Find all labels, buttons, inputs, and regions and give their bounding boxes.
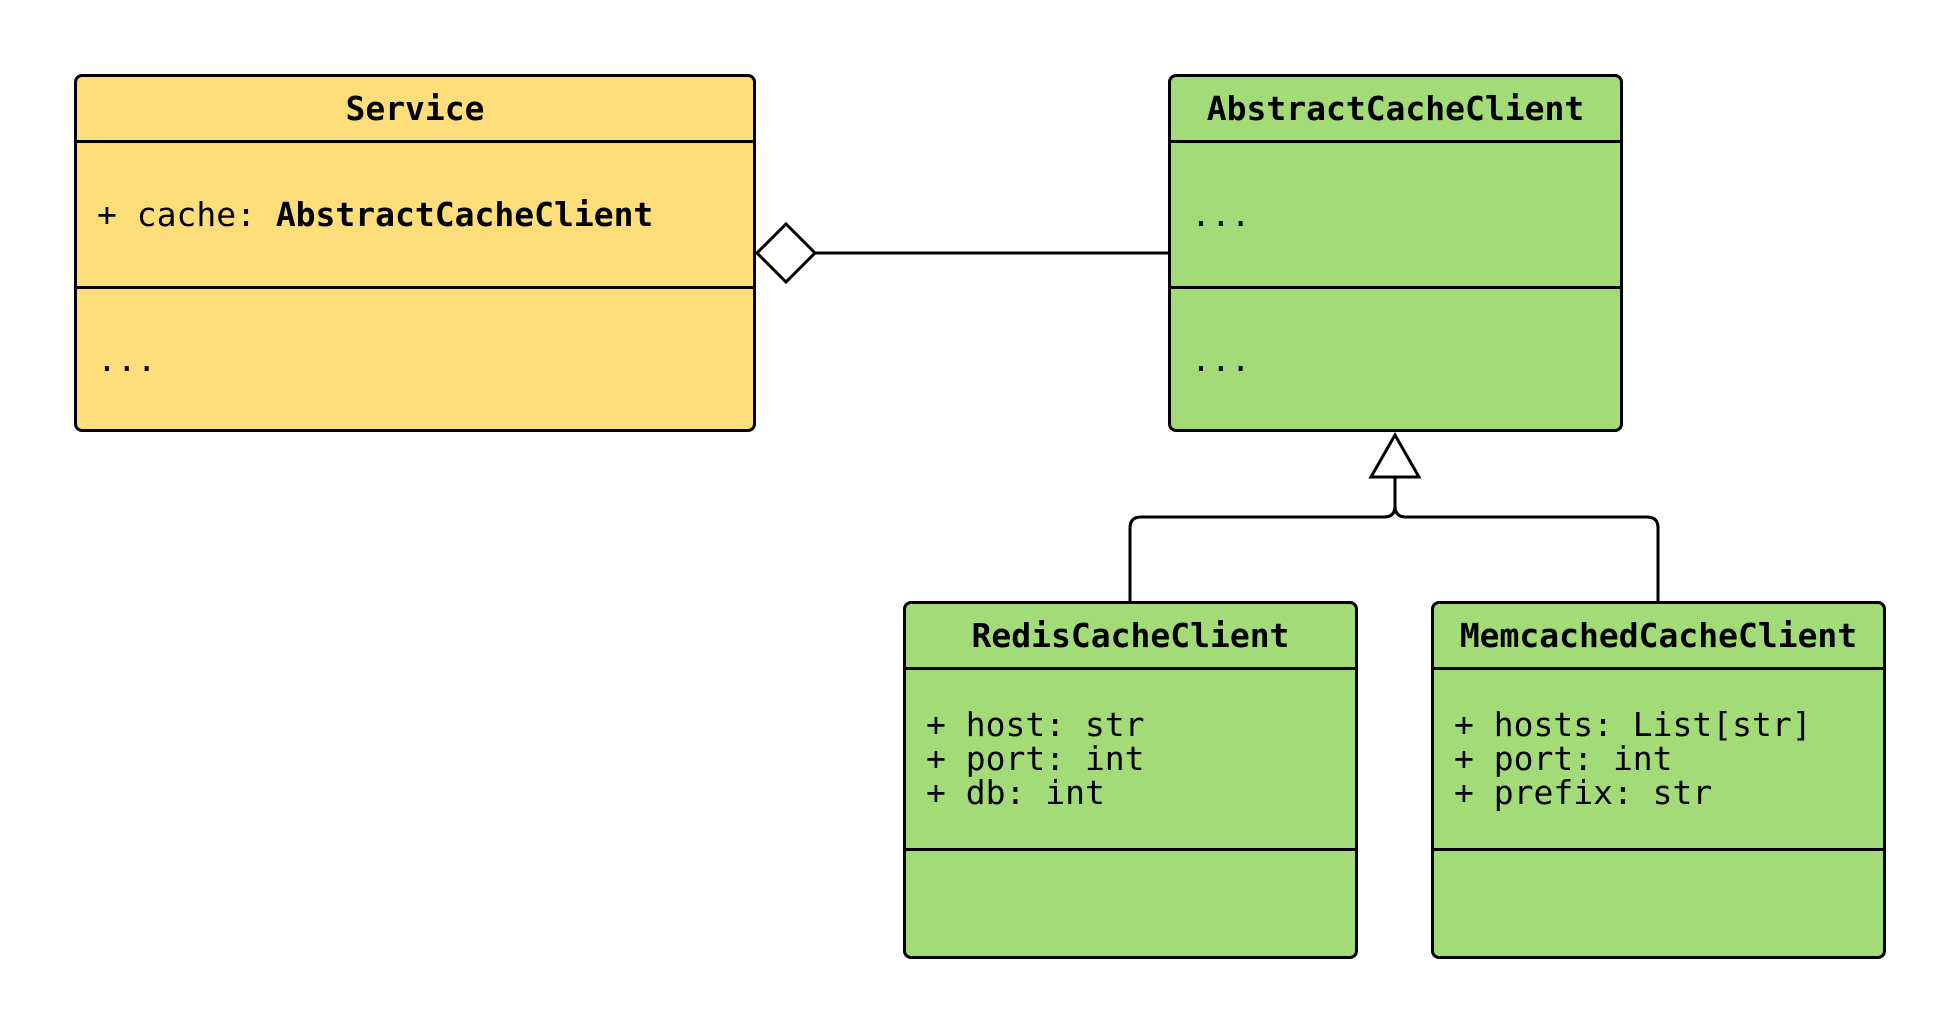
service-class[interactable]: Service + cache: AbstractCacheClient ... <box>74 74 756 432</box>
redis-cache-client-class[interactable]: RedisCacheClient + host: str + port: int… <box>903 601 1358 959</box>
service-attribute-prefix: + cache: <box>97 194 276 234</box>
memcached-attribute-port: + port: int <box>1454 739 1673 778</box>
redis-attribute-host: + host: str <box>926 705 1145 744</box>
service-methods: ... <box>77 289 753 429</box>
redis-cache-client-name: RedisCacheClient <box>906 604 1355 670</box>
abstract-cache-client-name: AbstractCacheClient <box>1171 77 1620 143</box>
service-attributes: + cache: AbstractCacheClient <box>77 143 753 289</box>
abstract-cache-client-attributes: ... <box>1171 143 1620 289</box>
abstract-methods-text: ... <box>1191 339 1251 379</box>
generalization-arrowhead-icon <box>1368 431 1422 479</box>
memcached-attribute-hosts: + hosts: List[str] <box>1454 705 1812 744</box>
service-methods-text: ... <box>97 339 157 379</box>
service-class-name: Service <box>77 77 753 143</box>
aggregation-diamond-icon <box>754 221 818 285</box>
abstract-cache-client-methods: ... <box>1171 289 1620 429</box>
service-attribute-cache: + cache: AbstractCacheClient <box>97 194 753 234</box>
memcached-cache-client-methods <box>1434 851 1883 956</box>
memcached-cache-client-attributes: + hosts: List[str] + port: int + prefix:… <box>1434 670 1883 851</box>
service-attribute-type: AbstractCacheClient <box>275 194 654 234</box>
memcached-attribute-prefix: + prefix: str <box>1454 773 1713 812</box>
redis-attribute-port: + port: int <box>926 739 1145 778</box>
redis-cache-client-attributes: + host: str + port: int + db: int <box>906 670 1355 851</box>
abstract-attributes-text: ... <box>1191 194 1251 234</box>
abstract-cache-client-class[interactable]: AbstractCacheClient ... ... <box>1168 74 1623 432</box>
generalization-line-redis <box>1128 477 1397 602</box>
redis-attribute-db: + db: int <box>926 773 1105 812</box>
memcached-cache-client-name: MemcachedCacheClient <box>1434 604 1883 670</box>
generalization-line-memcached <box>1393 477 1660 602</box>
redis-cache-client-methods <box>906 851 1355 956</box>
memcached-cache-client-class[interactable]: MemcachedCacheClient + hosts: List[str] … <box>1431 601 1886 959</box>
